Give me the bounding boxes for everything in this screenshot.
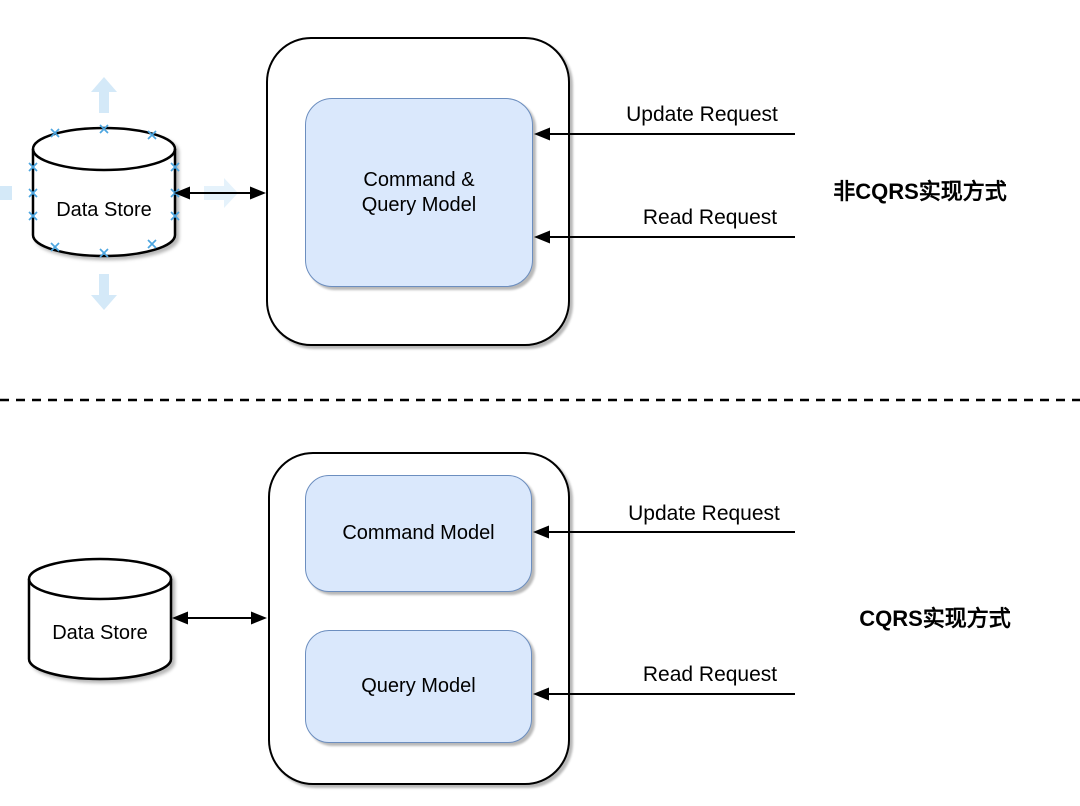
command-model-box[interactable]: Command Model [305,475,532,592]
command-and-query-model-label: Command & Query Model [361,168,477,216]
up-arrow-icon [91,77,117,113]
update-request-arrow-bottom[interactable] [533,525,795,539]
bidirectional-arrow-top[interactable] [174,186,266,200]
database-cylinder-icon[interactable] [27,557,173,681]
right-arrow-icon [204,178,238,208]
arrowhead-right [250,186,266,200]
arrowhead-left [172,611,188,625]
query-model-label: Query Model [361,675,476,697]
read-request-arrow-top[interactable] [534,230,795,244]
read-request-label-bottom[interactable]: Read Request [642,663,778,686]
read-request-arrow-bottom[interactable] [533,687,795,701]
bidirectional-arrow-bottom[interactable] [172,611,267,625]
update-request-label-bottom[interactable]: Update Request [628,502,780,525]
datastore-label-bottom: Data Store [52,622,148,644]
down-arrow-icon [91,274,117,310]
arrowhead-right [251,611,267,625]
datastore-label-top: Data Store [56,199,152,221]
section-title-non-cqrs[interactable]: 非CQRS实现方式 [833,179,1007,204]
database-cylinder-icon[interactable] [31,126,177,258]
command-and-query-model-box[interactable]: Command & Query Model [305,98,533,287]
query-model-box[interactable]: Query Model [305,630,532,743]
section-title-cqrs[interactable]: CQRS实现方式 [859,606,1011,631]
read-request-label-top[interactable]: Read Request [642,206,778,229]
command-model-label: Command Model [342,522,495,544]
left-arrow-icon [0,186,12,200]
update-request-label-top[interactable]: Update Request [626,103,778,126]
update-request-arrow-top[interactable] [534,127,795,141]
